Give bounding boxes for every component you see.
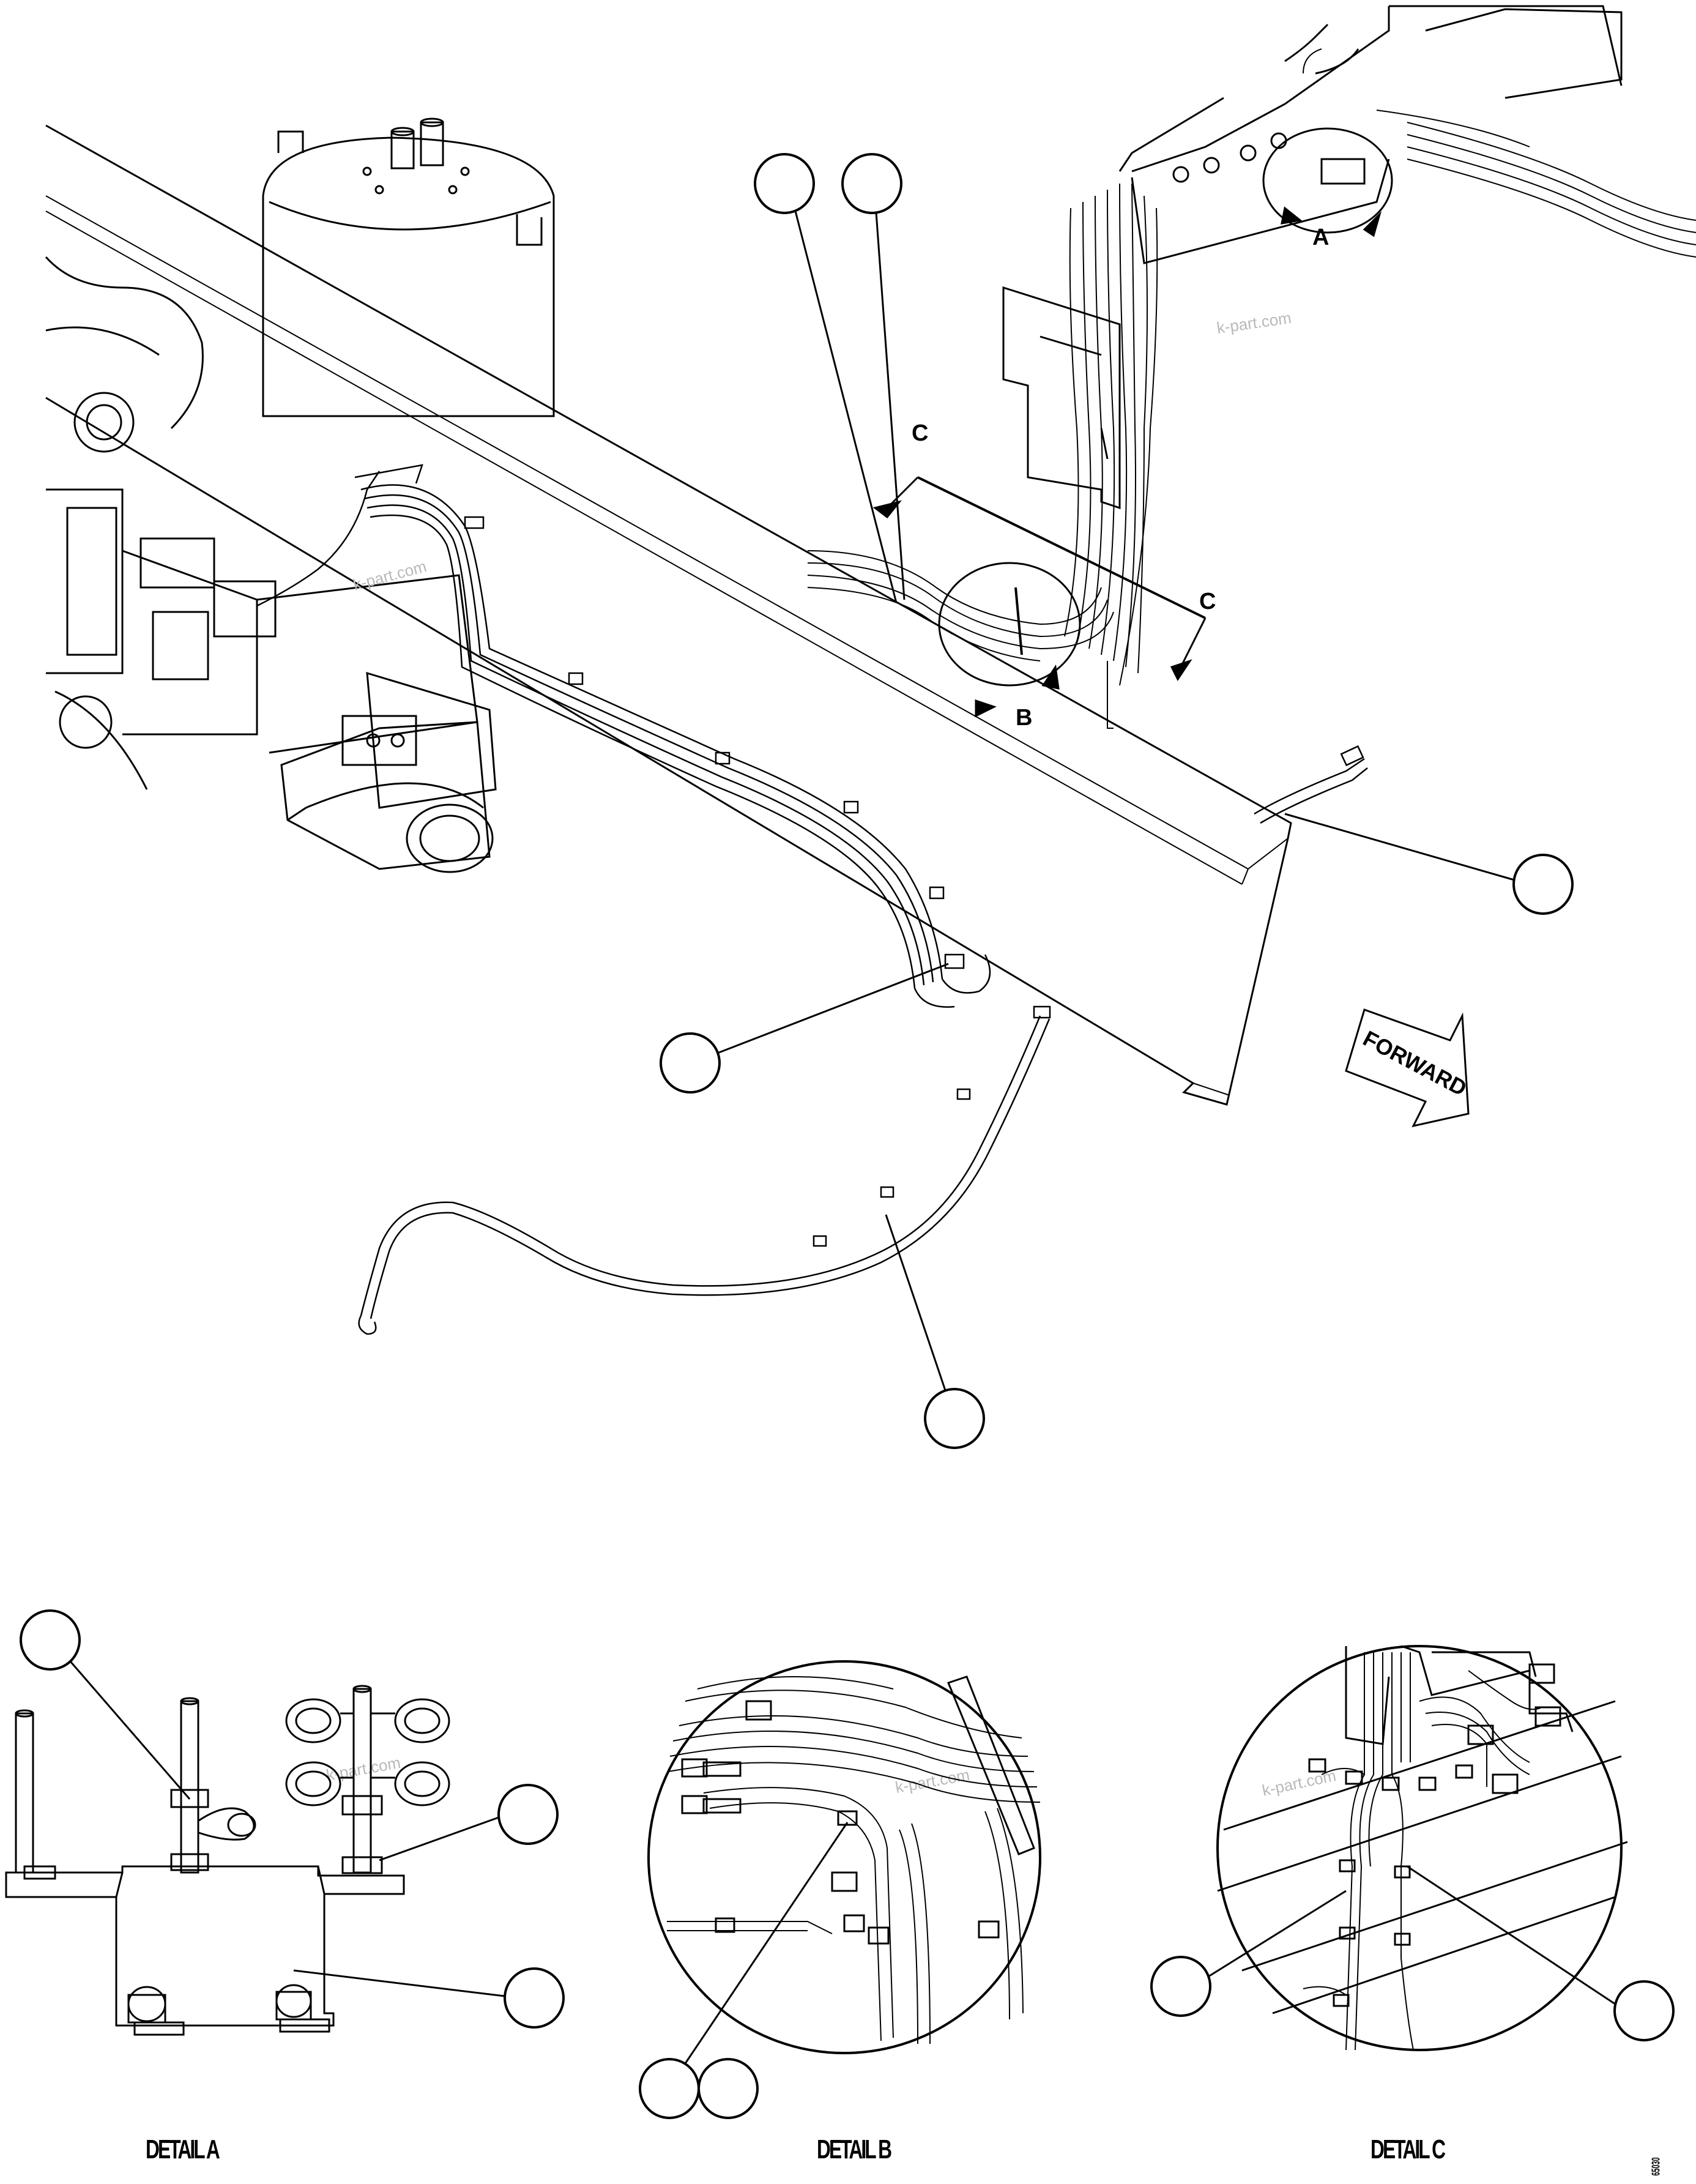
callouts-detail-a — [20, 1609, 565, 2029]
forward-arrow-label: FORWARD — [1359, 1026, 1471, 1101]
watermark-2: k-part.com — [351, 557, 428, 594]
hose-bundle-right — [1376, 110, 1696, 258]
callout-balloon — [497, 1784, 559, 1845]
hose-bundle-crossing — [807, 550, 1114, 662]
callouts-detail-c — [1150, 1865, 1675, 2041]
section-c-top-label: C — [912, 420, 928, 446]
leader-line — [1407, 1865, 1616, 2005]
leader-line — [293, 1969, 505, 1997]
view-b-label: B — [1016, 705, 1032, 731]
detail-a-view — [5, 1685, 450, 2036]
leader-line — [69, 1661, 191, 1800]
callout-balloon — [660, 1032, 721, 1094]
callout-balloon — [1512, 854, 1574, 915]
callout-balloon — [1613, 1980, 1675, 2041]
callout-balloon — [697, 2058, 759, 2119]
leader-line — [379, 1816, 499, 1862]
callouts-detail-b — [639, 1822, 849, 2119]
callout-balloon — [754, 153, 815, 214]
leader-line — [794, 211, 898, 603]
main-assembly-view — [45, 5, 1696, 1335]
callouts-upper — [660, 153, 1574, 1449]
watermark-1: k-part.com — [1216, 308, 1293, 337]
section-c-line — [872, 476, 1207, 681]
watermark-3: k-part.com — [325, 1753, 402, 1784]
view-a-indicator — [1262, 48, 1393, 237]
leader-line — [875, 212, 906, 600]
forward-arrow — [1345, 1008, 1470, 1128]
frame-rail — [45, 124, 1292, 1106]
detail-a-caption: DETAIL A — [146, 2134, 220, 2164]
valve-bank — [280, 715, 494, 873]
hose-bracket-plate — [1002, 286, 1121, 510]
callout-balloon — [504, 1967, 565, 2029]
callout-balloon — [841, 153, 902, 214]
hydraulic-tank — [262, 117, 555, 417]
hose-bundle-rail — [256, 464, 991, 1008]
detail-b-caption: DETAIL B — [817, 2134, 892, 2164]
section-c-right-label: C — [1199, 589, 1216, 614]
leader-line — [718, 963, 949, 1054]
callout-balloon — [1150, 1956, 1211, 2017]
callout-balloon — [20, 1609, 81, 1671]
leader-line — [684, 1822, 849, 2064]
loose-hose-right — [1254, 745, 1368, 824]
leader-line — [885, 1214, 947, 1391]
detail-c-caption: DETAIL C — [1371, 2134, 1446, 2164]
callout-balloon — [639, 2058, 700, 2119]
hose-bundle-vertical — [1064, 183, 1158, 729]
valve-manifold — [1118, 5, 1623, 264]
view-b-indicator — [938, 562, 1081, 718]
leader-line — [1208, 1890, 1347, 1978]
loose-hose-lower — [358, 1005, 1051, 1335]
detail-c-view — [1216, 1645, 1628, 2051]
view-a-label: A — [1312, 225, 1329, 250]
callout-balloon — [924, 1388, 985, 1449]
leader-line — [1284, 813, 1515, 881]
figure-number: 65030 — [1650, 2157, 1662, 2176]
pump-housing — [45, 256, 497, 809]
detail-b-view — [647, 1660, 1041, 2054]
